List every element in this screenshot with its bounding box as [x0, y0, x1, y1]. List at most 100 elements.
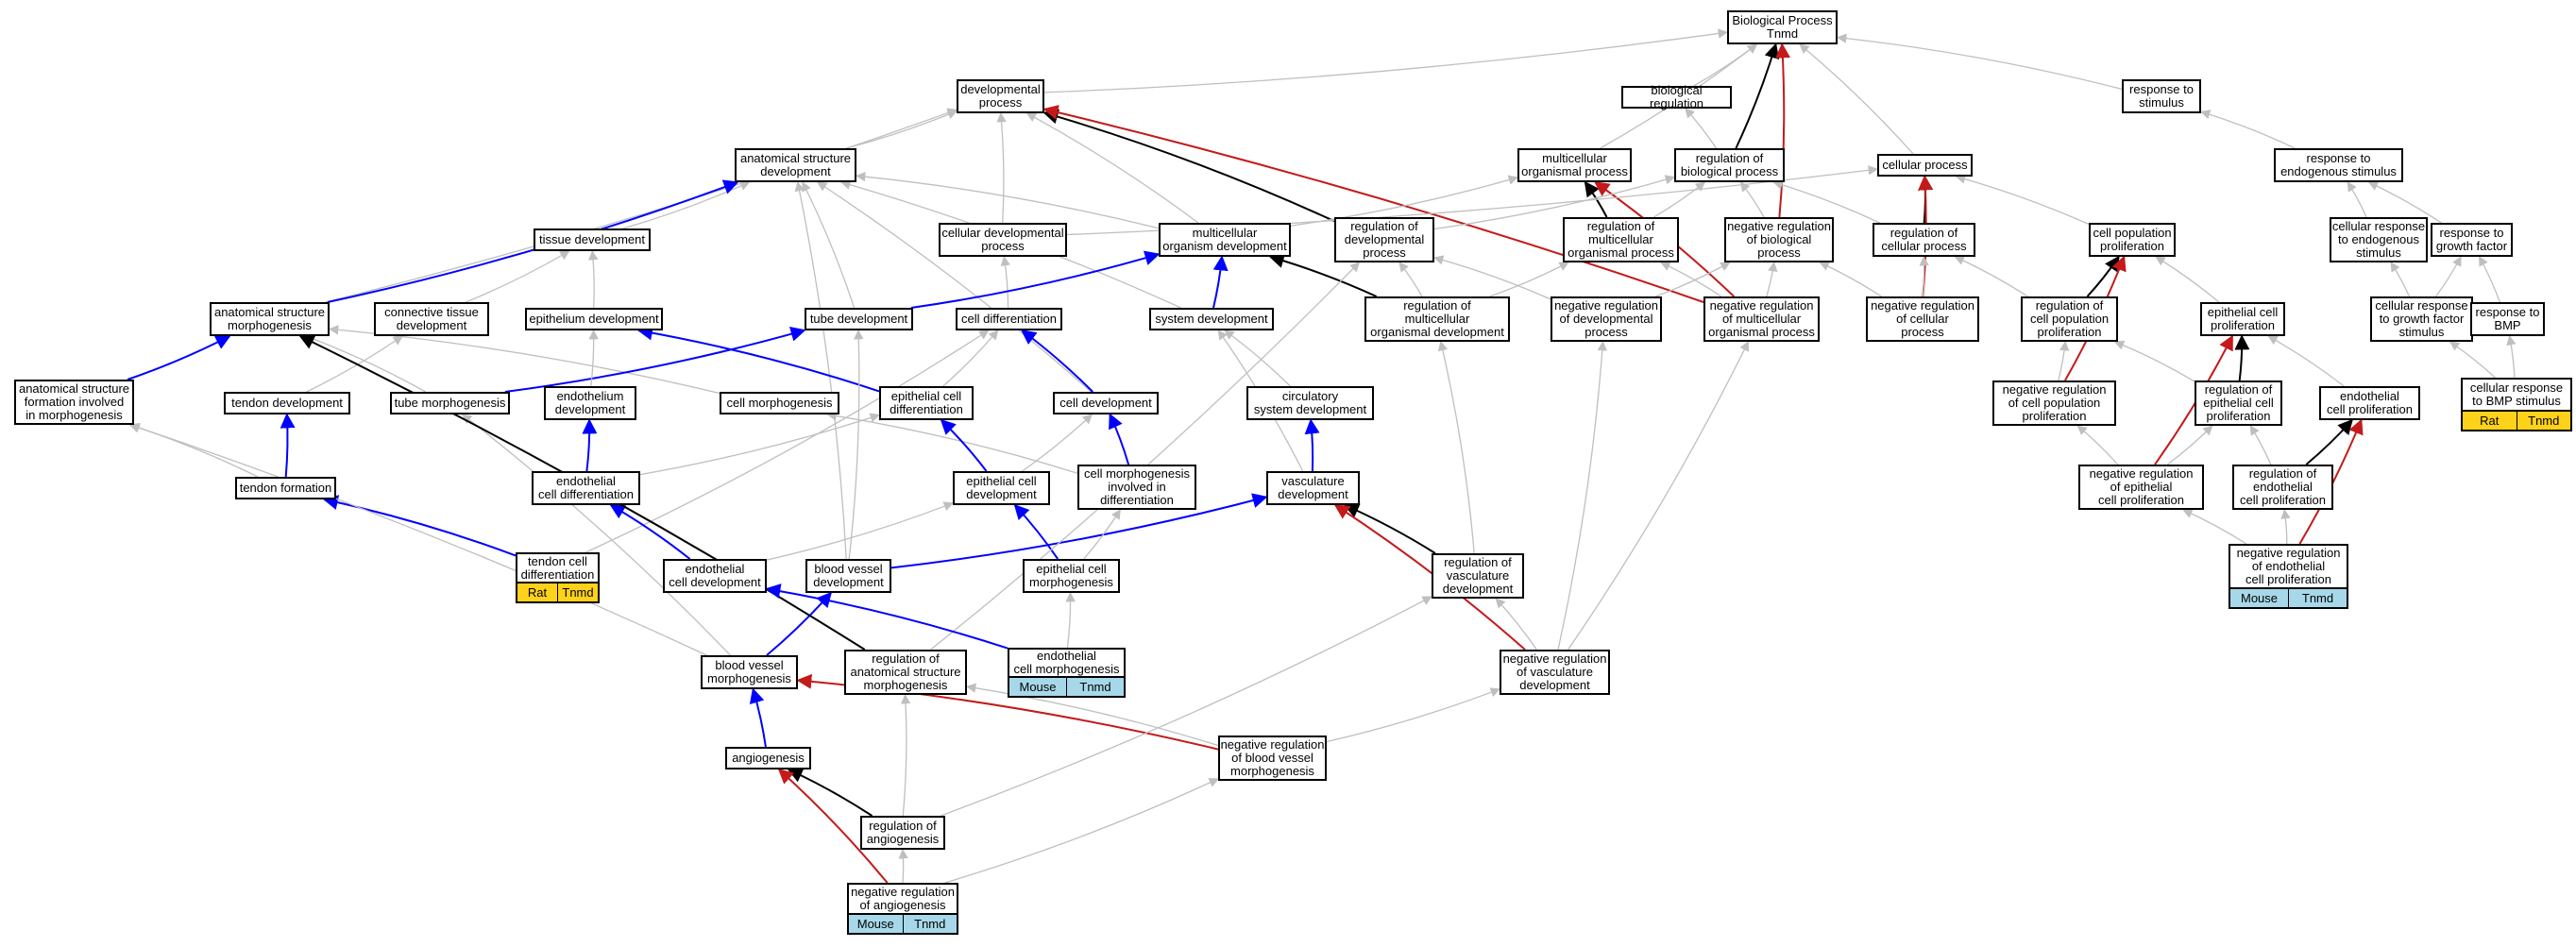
go-term-negative-regulation-of-epithelial-cell-proliferation[interactable]: negative regulation of epithelial cell p…: [2078, 465, 2204, 510]
is-a-edge: [1955, 174, 2090, 225]
is-a-edge: [1224, 330, 1291, 387]
go-term-cellular-response-to-bmp-stimulus[interactable]: cellular response to BMP stimulus: [2461, 378, 2572, 412]
is-a-edge: [2200, 110, 2296, 149]
go-term-connective-tissue-development[interactable]: connective tissue development: [374, 302, 489, 336]
go-term-cellular-response-to-growth-factor-stimulus[interactable]: cellular response to growth factor stimu…: [2370, 296, 2473, 342]
go-term-multicellular-organismal-process[interactable]: multicellular organismal process: [1517, 148, 1632, 182]
part-of-edge: [940, 418, 988, 472]
regulates-edge: [1268, 253, 1378, 297]
go-term-tendon-formation[interactable]: tendon formation: [235, 477, 336, 499]
is-a-edge: [996, 111, 1007, 224]
is-a-edge: [1799, 43, 1914, 155]
is-a-edge: [1685, 108, 1718, 149]
go-term-epithelial-cell-morphogenesis[interactable]: epithelial cell morphogenesis: [1023, 559, 1120, 593]
go-term-response-to-endogenous-stimulus[interactable]: response to endogenous stimulus: [2274, 148, 2403, 182]
go-term-negative-regulation-of-cellular-process[interactable]: negative regulation of cellular process: [1866, 296, 1979, 342]
is-a-edge: [1568, 341, 1749, 651]
negatively-regulates-edge: [1042, 105, 1704, 303]
go-term-cellular-developmental-process[interactable]: cellular developmental process: [939, 223, 1067, 257]
is-a-edge: [1025, 112, 1199, 224]
go-term-negative-regulation-of-multicellular-organismal-process[interactable]: negative regulation of multicellular org…: [1703, 296, 1820, 342]
go-term-regulation-of-multicellular-organismal-process[interactable]: regulation of multicellular organismal p…: [1563, 217, 1679, 262]
go-term-regulation-of-anatomical-structure-morphogenesis[interactable]: regulation of anatomical structure morph…: [844, 650, 967, 695]
go-term-cell-morphogenesis[interactable]: cell morphogenesis: [720, 392, 839, 414]
go-term-regulation-of-cellular-process[interactable]: regulation of cellular process: [1873, 223, 1975, 257]
go-term-endothelial-cell-morphogenesis[interactable]: endothelial cell morphogenesis: [1008, 648, 1126, 678]
go-term-regulation-of-vasculature-development[interactable]: regulation of vasculature development: [1432, 553, 1524, 599]
go-term-negative-regulation-of-angiogenesis[interactable]: negative regulation of angiogenesis: [847, 883, 958, 915]
is-a-edge: [1065, 591, 1076, 649]
go-term-negative-regulation-of-vasculature-development[interactable]: negative regulation of vasculature devel…: [1500, 650, 1610, 695]
go-term-cell-population-proliferation[interactable]: cell population proliferation: [2089, 223, 2176, 257]
go-term-epithelial-cell-development[interactable]: epithelial cell development: [953, 471, 1050, 505]
go-term-vasculature-development[interactable]: vasculature development: [1266, 471, 1360, 505]
go-term-cellular-process[interactable]: cellular process: [1877, 154, 1973, 177]
go-term-regulation-of-cell-population-proliferation[interactable]: regulation of cell population proliferat…: [2021, 296, 2118, 342]
is-a-edge: [328, 325, 720, 395]
go-term-tendon-cell-differentiation[interactable]: tendon cell differentiation: [516, 552, 600, 583]
go-term-negative-regulation-of-endothelial-cell-proliferation[interactable]: negative regulation of endothelial cell …: [2229, 544, 2348, 589]
is-a-edge: [802, 181, 856, 309]
go-term-biological-regulation[interactable]: biological regulation: [1621, 84, 1732, 110]
is-a-edge: [466, 250, 570, 303]
is-a-edge: [1495, 598, 1537, 651]
go-term-endothelial-cell-development[interactable]: endothelial cell development: [663, 559, 767, 593]
go-term-negative-regulation-of-blood-vessel-morphogenesis[interactable]: negative regulation of blood vessel morp…: [1218, 736, 1327, 781]
is-a-edge: [2155, 256, 2220, 303]
is-a-edge: [2435, 256, 2462, 297]
go-term-endothelial-cell-proliferation[interactable]: endothelial cell proliferation: [2319, 386, 2420, 420]
go-term-anatomical-structure-development[interactable]: anatomical structure development: [735, 148, 856, 182]
go-term-system-development[interactable]: system development: [1149, 308, 1274, 330]
go-term-angiogenesis[interactable]: angiogenesis: [725, 747, 811, 769]
regulates-edge: [2305, 418, 2353, 465]
go-term-negative-regulation-of-cell-population-proliferation[interactable]: negative regulation of cell population p…: [1992, 380, 2116, 426]
go-term-epithelial-cell-differentiation[interactable]: epithelial cell differentiation: [879, 386, 974, 420]
is-a-edge: [1739, 181, 1765, 218]
go-term-multicellular-organism-development[interactable]: multicellular organism development: [1159, 223, 1291, 257]
go-term-response-to-growth-factor[interactable]: response to growth factor: [2431, 223, 2513, 257]
go-term-anatomical-structure-formation[interactable]: anatomical structure formation involved …: [14, 380, 134, 425]
go-term-epithelial-cell-proliferation[interactable]: epithelial cell proliferation: [2200, 302, 2285, 336]
go-term-regulation-of-multicellular-organismal-development[interactable]: regulation of multicellular organismal d…: [1364, 296, 1510, 342]
go-term-endothelium-development[interactable]: endothelium development: [544, 386, 636, 420]
is-a-edge: [622, 181, 751, 229]
species-label: Rat: [527, 585, 548, 600]
go-term-blood-vessel-morphogenesis[interactable]: blood vessel morphogenesis: [701, 655, 798, 689]
go-term-cell-development[interactable]: cell development: [1053, 392, 1159, 414]
go-term-response-to-bmp[interactable]: response to BMP: [2470, 302, 2545, 336]
go-term-tube-morphogenesis[interactable]: tube morphogenesis: [390, 392, 510, 414]
go-term-cell-morphogenesis-differentiation[interactable]: cell morphogenesis involved in different…: [1077, 465, 1196, 510]
go-term-endothelial-cell-differentiation[interactable]: endothelial cell differentiation: [532, 471, 640, 505]
go-term-tendon-development[interactable]: tendon development: [224, 392, 350, 414]
go-term-blood-vessel-development[interactable]: blood vessel development: [805, 559, 891, 593]
is-a-edge: [1043, 28, 1729, 93]
go-term-regulation-of-biological-process[interactable]: regulation of biological process: [1674, 148, 1785, 182]
is-a-edge: [1437, 340, 1475, 554]
go-term-cellular-response-to-endogenous-stimulus[interactable]: cellular response to endogenous stimulus: [2330, 217, 2428, 262]
part-of-edge: [327, 179, 739, 303]
go-term-regulation-of-angiogenesis[interactable]: regulation of angiogenesis: [860, 816, 945, 850]
is-a-edge: [1836, 33, 2123, 91]
go-term-regulation-of-epithelial-cell-proliferation[interactable]: regulation of epithelial cell proliferat…: [2195, 380, 2282, 426]
is-a-edge: [2267, 335, 2345, 387]
is-a-edge: [965, 683, 1219, 747]
is-a-edge: [817, 181, 1092, 393]
go-term-negative-regulation-of-biological-process[interactable]: negative regulation of biological proces…: [1724, 217, 1834, 262]
go-term-response-to-stimulus[interactable]: response to stimulus: [2122, 79, 2201, 113]
go-term-circulatory-system-development[interactable]: circulatory system development: [1246, 386, 1374, 420]
go-term-biological-process[interactable]: Biological Process Tnmd: [1727, 10, 1838, 44]
go-term-cell-differentiation[interactable]: cell differentiation: [956, 308, 1062, 330]
go-term-tube-development[interactable]: tube development: [805, 308, 913, 330]
go-term-regulation-of-developmental-process[interactable]: regulation of developmental process: [1334, 217, 1434, 262]
go-term-anatomical-structure-morphogenesis[interactable]: anatomical structure morphogenesis: [210, 302, 330, 336]
regulates-edge: [2086, 255, 2120, 297]
go-term-negative-regulation-of-developmental-process[interactable]: negative regulation of developmental pro…: [1551, 296, 1662, 342]
go-term-tissue-development[interactable]: tissue development: [534, 228, 651, 251]
go-term-regulation-of-endothelial-cell-proliferation[interactable]: regulation of endothelial cell prolifera…: [2232, 465, 2333, 510]
part-of-edge: [1109, 413, 1130, 465]
go-term-epithelium-development[interactable]: epithelium development: [525, 308, 663, 330]
go-term-developmental-process[interactable]: developmental process: [957, 79, 1044, 113]
